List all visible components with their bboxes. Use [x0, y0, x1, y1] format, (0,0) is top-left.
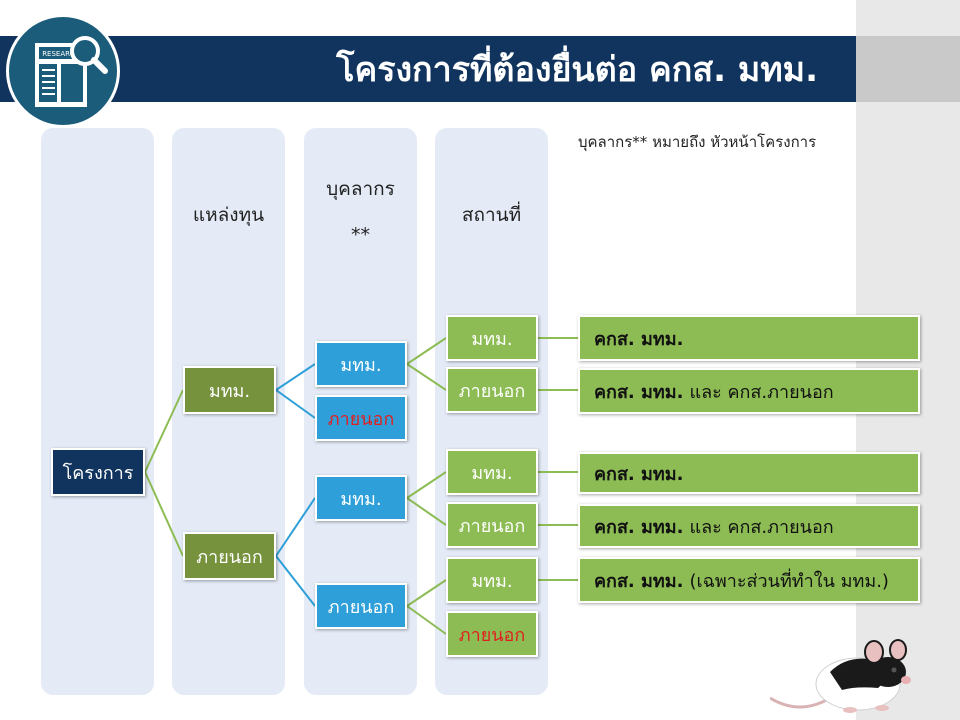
- logo-text: RESEARCH: [42, 50, 80, 58]
- connector-fund-personnel-1: [275, 363, 316, 391]
- connector-personnel-place-6: [406, 605, 447, 635]
- column-label-funding: แหล่งทุน: [192, 204, 265, 226]
- result-box-2: คกส. มทม.และ คกส.ภายนอก: [578, 368, 920, 414]
- result-box-5: คกส. มทม.(เฉพาะส่วนที่ทำใน มทม.): [578, 557, 920, 603]
- result-box-1: คกส. มทม.: [578, 315, 920, 361]
- connector-root-fund-internal: [144, 389, 184, 473]
- place-node-5: มทม.: [446, 557, 538, 603]
- connector-fund-personnel-2: [275, 389, 316, 419]
- research-document-icon: RESEARCH: [35, 36, 108, 107]
- personnel-node-4: ภายนอก: [315, 583, 407, 629]
- connector-root-fund-external: [144, 471, 184, 557]
- connector-personnel-place-4: [406, 497, 447, 526]
- lab-mouse-icon: [770, 639, 911, 713]
- connector-personnel-place-5: [406, 579, 447, 607]
- result-box-4: คกส. มทม.และ คกส.ภายนอก: [578, 504, 920, 548]
- result-1-bold: คกส. มทม.: [594, 328, 684, 350]
- side-band: [856, 36, 960, 102]
- result-2-rest: และ คกส.ภายนอก: [689, 381, 834, 403]
- column-label-personnel-mark: **: [351, 224, 370, 246]
- connector-fund-personnel-3: [275, 497, 316, 557]
- column-label-place: สถานที่: [461, 204, 522, 226]
- connector-fund-personnel-4: [275, 555, 316, 607]
- result-4-bold: คกส. มทม.: [594, 516, 684, 538]
- title-bar: โครงการที่ต้องยื่นต่อ คกส. มทม.: [0, 36, 856, 102]
- result-5-rest: (เฉพาะส่วนที่ทำใน มทม.): [689, 570, 889, 592]
- place-node-2: ภายนอก: [446, 367, 538, 413]
- page-title: โครงการที่ต้องยื่นต่อ คกส. มทม.: [336, 50, 818, 90]
- place-node-6: ภายนอก: [446, 611, 538, 657]
- personnel-note: บุคลากร** หมายถึง หัวหน้าโครงการ: [578, 133, 817, 151]
- column-project: [41, 128, 154, 695]
- personnel-node-3: มทม.: [315, 475, 407, 521]
- result-5-bold: คกส. มทม.: [594, 570, 684, 592]
- column-label-personnel: บุคลากร: [326, 178, 395, 200]
- root-node: โครงการ: [51, 448, 145, 496]
- result-box-3: คกส. มทม.: [578, 452, 920, 494]
- research-logo: RESEARCH: [6, 14, 120, 128]
- fund-external-node: ภายนอก: [183, 532, 276, 580]
- personnel-node-2: ภายนอก: [315, 395, 407, 441]
- connector-personnel-place-2: [406, 363, 447, 391]
- connector-personnel-place-3: [406, 471, 447, 499]
- result-3-bold: คกส. มทม.: [594, 463, 684, 485]
- personnel-node-1: มทม.: [315, 341, 407, 387]
- place-node-3: มทม.: [446, 449, 538, 495]
- result-2-bold: คกส. มทม.: [594, 381, 684, 403]
- result-4-rest: และ คกส.ภายนอก: [689, 516, 834, 538]
- connector-personnel-place-1: [406, 337, 447, 365]
- place-node-1: มทม.: [446, 315, 538, 361]
- place-node-4: ภายนอก: [446, 502, 538, 548]
- fund-internal-node: มทม.: [183, 366, 276, 414]
